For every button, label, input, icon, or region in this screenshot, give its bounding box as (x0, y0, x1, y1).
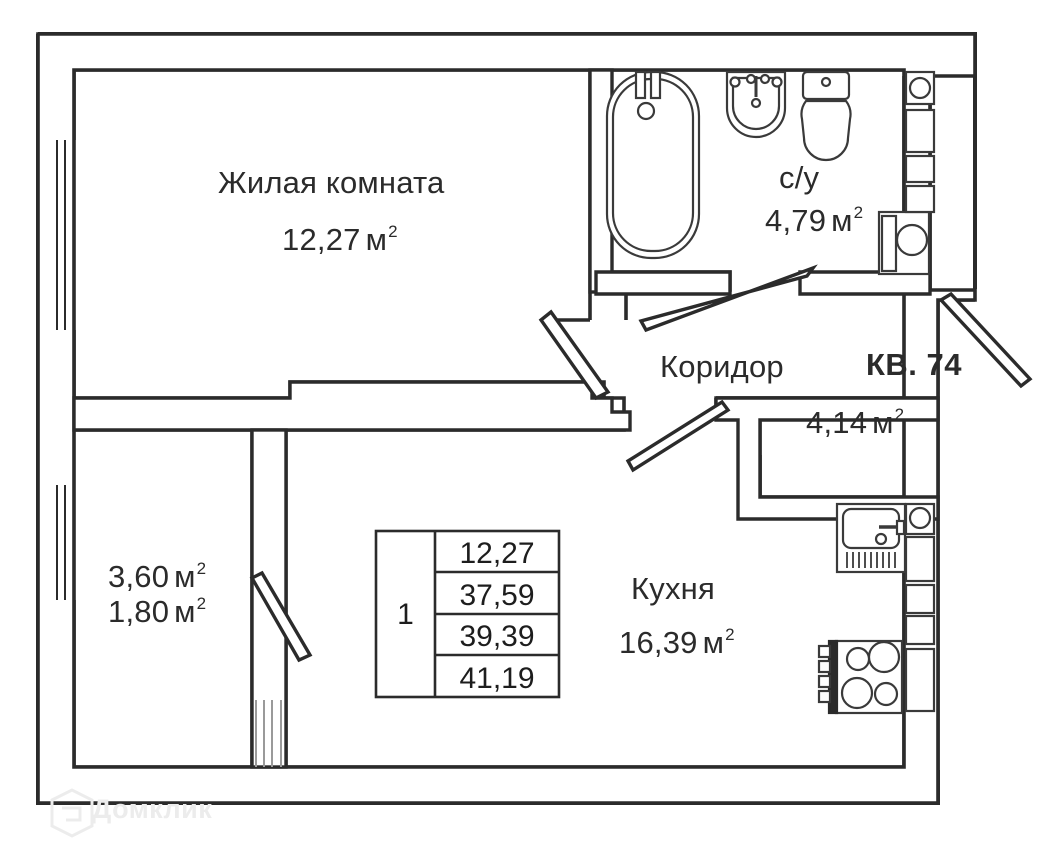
unit-sup-kitchen: 2 (725, 624, 735, 644)
kitchen-cabinets-icon (904, 502, 936, 713)
flat-number-label: КВ. 74 (866, 347, 963, 382)
room-label-corridor: Коридор (660, 349, 784, 384)
watermark: Домклик (48, 793, 238, 835)
door-bathroom (638, 264, 818, 333)
door-bedroom (249, 570, 313, 663)
bathtub-icon (605, 70, 701, 260)
summary-table-grid (374, 529, 561, 699)
door-entrance (938, 291, 1033, 389)
door-corridor-kitchen (625, 399, 731, 473)
washing-machine-icon (877, 210, 931, 276)
unit-sup-balcony-full: 2 (196, 558, 207, 578)
room-area-value-corridor: 4,14 (806, 405, 868, 440)
unit-sup-bathroom: 2 (853, 202, 864, 222)
summary-table-value-0: 12,27 (459, 537, 535, 570)
window-left-upper (56, 140, 75, 330)
room-area-value-living-room: 12,27 (282, 222, 361, 257)
summary-table-rooms-count: 1 (397, 598, 414, 631)
unit-balcony-reduced: м (174, 594, 196, 629)
summary-table-value-2: 39,39 (459, 620, 535, 653)
unit-sup-corridor: 2 (894, 404, 905, 424)
unit-corridor: м (872, 405, 894, 440)
window-left-lower (56, 485, 75, 600)
bathroom-shelving-icon (904, 70, 936, 214)
window-balcony-door (255, 700, 282, 767)
unit-bathroom: м (831, 203, 853, 238)
unit-balcony-full: м (174, 559, 196, 594)
balcony-area-reduced-value: 1,80 (108, 594, 170, 629)
unit-kitchen: м (702, 625, 725, 660)
watermark-text: Домклик (92, 794, 213, 824)
room-label-kitchen: Кухня (631, 571, 715, 606)
toilet-icon (800, 70, 852, 162)
room-label-living-room: Жилая комната (218, 165, 445, 200)
balcony-area-full-value: 3,60 (108, 559, 170, 594)
room-label-bathroom: с/у (779, 160, 820, 195)
stove-icon (817, 639, 904, 715)
room-area-value-kitchen: 16,39 (619, 625, 698, 660)
summary-table-value-3: 41,19 (459, 662, 535, 695)
unit-sup-living-room: 2 (388, 221, 398, 241)
unit-living-room: м (365, 222, 388, 257)
unit-sup-balcony-reduced: 2 (196, 593, 207, 613)
domclick-house-logo-icon (50, 788, 94, 838)
kitchen-sink-icon (835, 502, 907, 574)
summary-table-value-1: 37,59 (459, 579, 535, 612)
sink-icon (725, 70, 787, 139)
room-area-value-bathroom: 4,79 (765, 203, 827, 238)
door-living-room (538, 309, 611, 401)
